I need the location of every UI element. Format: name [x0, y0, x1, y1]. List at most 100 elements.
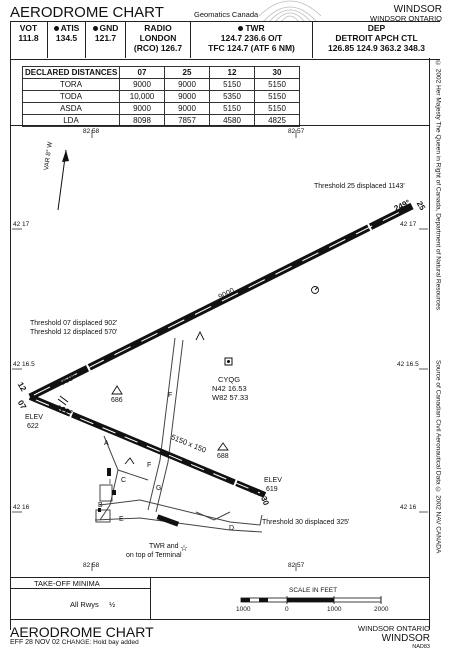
- building: [98, 508, 101, 512]
- scale-tick: 1000: [327, 606, 342, 613]
- runway-centerline: [33, 207, 409, 396]
- lat-label-mid: 42 16.5: [13, 361, 35, 368]
- threshold-25-note: Threshold 25 displaced 1143': [314, 183, 405, 190]
- threshold-30-bar: [232, 478, 238, 490]
- dd-cell: 5150: [209, 102, 255, 115]
- publisher-logo-icon: [255, 0, 325, 23]
- taxiway-label-f2: F: [147, 462, 152, 469]
- data-source-note: Source of Canadian Civil Aeronautical Da…: [434, 360, 442, 554]
- dd-title: DECLARED DISTANCES: [22, 66, 120, 79]
- threshold-07-bar: [85, 362, 92, 374]
- taxiway-label-i: I: [109, 479, 111, 486]
- threshold-25-bar: [367, 223, 373, 233]
- taxiway-apron: [94, 517, 263, 533]
- apron: [99, 484, 113, 502]
- location-title: WINDSOR: [393, 4, 442, 15]
- elevation-label: ELEV: [25, 414, 43, 421]
- threshold-30-note: Threshold 30 displaced 325': [262, 519, 350, 526]
- elevation-label: ELEV: [264, 477, 282, 484]
- copyright-note: © 2002 Her Majesty The Queen in Right of…: [434, 60, 442, 311]
- dd-cell: 9000: [164, 102, 210, 115]
- obstacle-688-icon: [217, 442, 229, 451]
- dd-cell: 9000: [119, 102, 165, 115]
- gnd-dot-icon: [92, 26, 98, 32]
- scale-bar: [240, 596, 382, 604]
- scale-tick: 0: [285, 606, 289, 613]
- wind-indicator-icon: [124, 330, 205, 465]
- terminal-building: [156, 514, 180, 527]
- tower-star-icon: ☆: [180, 543, 188, 553]
- lat-label-mid-right: 42 16.5: [397, 361, 419, 368]
- taxiway-c: [117, 469, 149, 481]
- datum-code: NAD83: [412, 644, 430, 650]
- scale-title: SCALE IN FEET: [289, 587, 338, 594]
- building: [107, 468, 111, 476]
- taxiway-label-b: B: [98, 502, 103, 509]
- location-subtitle: WINDSOR ONTARIO: [370, 14, 442, 23]
- airport-identifier: CYQG: [218, 375, 241, 384]
- lon-label-left-bottom: 82 58: [83, 562, 100, 569]
- lon-label-left: 82 58: [83, 128, 100, 135]
- threshold-12-note: Threshold 12 displaced 570': [30, 329, 118, 336]
- taxiway-f-edge: [155, 339, 184, 513]
- taxiway-label-f: F: [168, 392, 173, 399]
- aerodrome-reference-point-icon: [224, 357, 233, 366]
- chart-title: AERODROME CHART: [10, 4, 164, 21]
- scale-tick: 2000: [374, 606, 389, 613]
- lon-label-right: 82 57: [288, 128, 305, 135]
- airport-longitude: W82 57.33: [212, 393, 249, 402]
- taxiway-f: [147, 337, 176, 511]
- obstacle-height-686: 686: [111, 397, 123, 404]
- variation-arrow-icon: [57, 149, 69, 211]
- taxiway-label-c: C: [121, 477, 127, 484]
- tower-note-line1: TWR and: [149, 543, 179, 550]
- scale-tick: 1000: [236, 606, 251, 613]
- lat-label-top-right: 42 17: [400, 221, 417, 228]
- runway-centerline: [35, 399, 261, 494]
- threshold-07-note: Threshold 07 displaced 902': [30, 320, 118, 327]
- declared-distances-table: DECLARED DISTANCES 07 25 12 30 TORA 9000…: [22, 66, 300, 127]
- takeoff-minima-label: All Rwys: [70, 600, 99, 609]
- dd-cell: 4825: [254, 114, 300, 127]
- aerodrome-diagram: ☆: [12, 130, 428, 571]
- tower-note-line2: on top of Terminal: [126, 552, 182, 559]
- dd-row-label: ASDA: [22, 102, 120, 115]
- obstacle-686-icon: [111, 385, 123, 395]
- dd-cell: 9000: [119, 78, 165, 91]
- taxiway-g: [99, 499, 263, 526]
- dd-cell: 5150: [254, 102, 300, 115]
- hold-mark: [57, 398, 67, 406]
- dd-cell: 5150: [254, 90, 300, 103]
- dd-cell: 5150: [209, 78, 255, 91]
- dd-row-label: TODA: [22, 90, 120, 103]
- taxiway-label-g: G: [156, 485, 162, 492]
- airport-latitude: N42 16.53: [212, 384, 247, 393]
- taxiway-d: [195, 511, 231, 521]
- threshold-12-bar: [68, 409, 74, 421]
- dd-row-label: TORA: [22, 78, 120, 91]
- dd-row-label: LDA: [22, 114, 120, 127]
- dd-cell: 4580: [209, 114, 255, 127]
- effective-date: EFF 28 NOV 02 CHANGE: Hold bay added: [10, 639, 139, 646]
- dd-col: 30: [254, 66, 300, 79]
- taxiway-label-a: A: [104, 440, 109, 447]
- dd-col: 25: [164, 66, 210, 79]
- dd-cell: 5350: [209, 90, 255, 103]
- lat-label-bottom: 42 16: [13, 504, 30, 511]
- taxiway-label-d: D: [229, 525, 235, 532]
- lon-label-right-bottom: 82 57: [288, 562, 305, 569]
- obstacle-height-688: 688: [217, 453, 229, 460]
- footer-chart-title: AERODROME CHART: [10, 624, 154, 640]
- takeoff-minima-title: TAKE-OFF MINIMA: [34, 579, 100, 588]
- lat-label-top: 42 17: [13, 221, 30, 228]
- twr-dot-icon: [238, 26, 244, 32]
- windsock-icon: [311, 286, 319, 294]
- atis-dot-icon: [53, 26, 59, 32]
- footer-location-subtitle: WINDSOR ONTARIO: [358, 624, 430, 633]
- taxiway-label-e: E: [119, 516, 124, 523]
